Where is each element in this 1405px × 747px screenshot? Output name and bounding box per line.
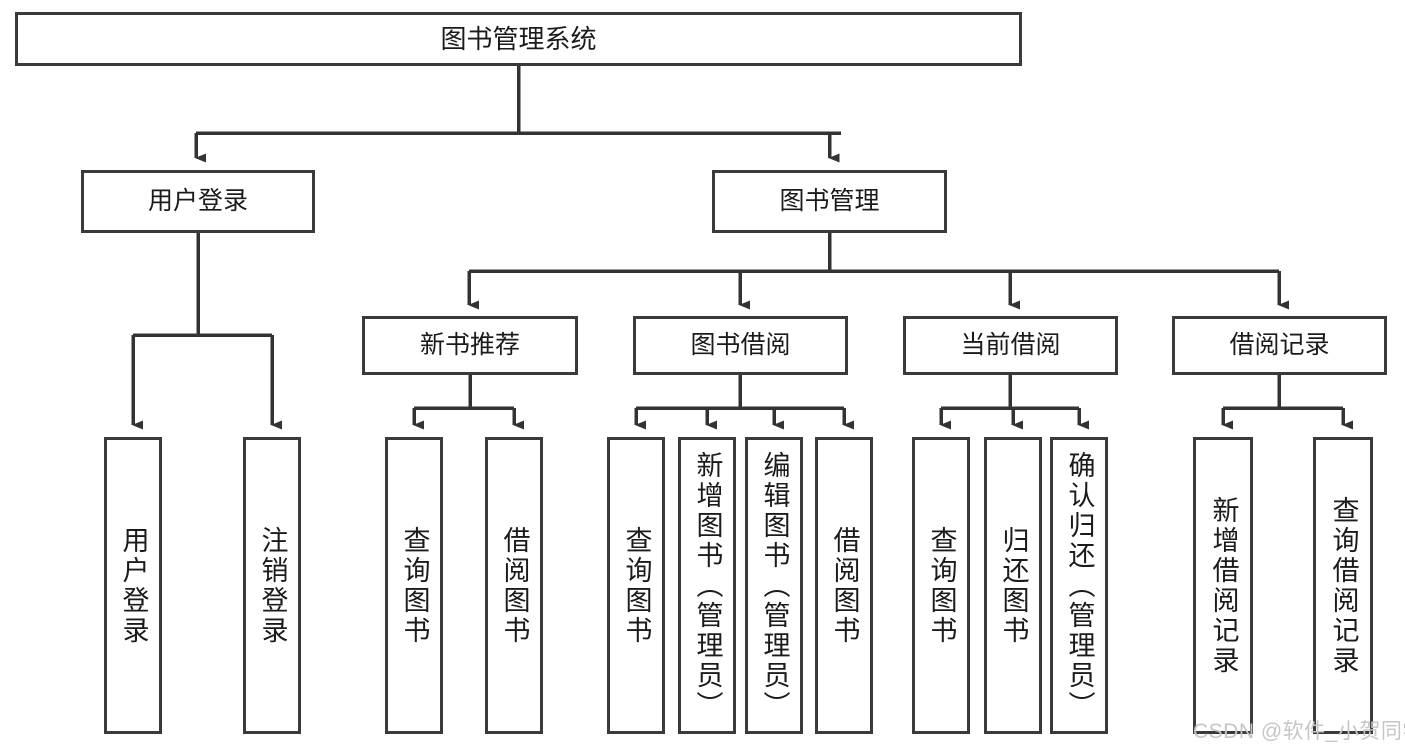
node-leaf-user-login[interactable]: 用户登录 bbox=[104, 437, 162, 734]
node-borrow-record[interactable]: 借阅记录 bbox=[1172, 316, 1387, 375]
node-leaf-query-book-3[interactable]: 查询图书 bbox=[912, 437, 970, 734]
node-leaf-query-book-3-label: 查询图书 bbox=[926, 525, 957, 646]
node-leaf-query-book-1[interactable]: 查询图书 bbox=[385, 437, 443, 734]
watermark: CSDN @软件_小贺同学 bbox=[1193, 720, 1405, 743]
node-current-borrow[interactable]: 当前借阅 bbox=[903, 316, 1118, 375]
node-leaf-query-record[interactable]: 查询借阅记录 bbox=[1313, 437, 1373, 734]
node-new-book-recommend-label: 新书推荐 bbox=[419, 331, 520, 359]
node-current-borrow-label: 当前借阅 bbox=[960, 331, 1061, 359]
node-leaf-query-book-1-label: 查询图书 bbox=[399, 525, 430, 646]
node-leaf-add-book[interactable]: 新增图书（管理员） bbox=[678, 437, 736, 734]
node-root[interactable]: 图书管理系统 bbox=[15, 12, 1022, 66]
node-leaf-query-record-label: 查询借阅记录 bbox=[1328, 495, 1359, 676]
node-root-label: 图书管理系统 bbox=[440, 23, 597, 54]
node-leaf-borrow-book-1[interactable]: 借阅图书 bbox=[485, 437, 543, 734]
node-leaf-query-book-2[interactable]: 查询图书 bbox=[607, 437, 665, 734]
node-leaf-add-record-label: 新增借阅记录 bbox=[1208, 495, 1239, 676]
node-leaf-borrow-book-2[interactable]: 借阅图书 bbox=[815, 437, 873, 734]
node-leaf-borrow-book-1-label: 借阅图书 bbox=[499, 525, 530, 646]
node-leaf-add-record[interactable]: 新增借阅记录 bbox=[1193, 437, 1253, 734]
node-leaf-confirm-return-label: 确认归还（管理员） bbox=[1064, 450, 1095, 721]
node-leaf-logout-label: 注销登录 bbox=[257, 525, 288, 646]
node-leaf-return-book-label: 归还图书 bbox=[998, 525, 1029, 646]
node-leaf-logout[interactable]: 注销登录 bbox=[243, 437, 301, 734]
node-book-borrow-label: 图书借阅 bbox=[690, 331, 791, 359]
node-borrow-record-label: 借阅记录 bbox=[1229, 331, 1330, 359]
node-leaf-borrow-book-2-label: 借阅图书 bbox=[829, 525, 860, 646]
node-new-book-recommend[interactable]: 新书推荐 bbox=[362, 316, 578, 375]
node-user-login[interactable]: 用户登录 bbox=[81, 170, 315, 233]
node-leaf-edit-book[interactable]: 编辑图书（管理员） bbox=[745, 437, 803, 734]
node-leaf-return-book[interactable]: 归还图书 bbox=[984, 437, 1042, 734]
node-leaf-edit-book-label: 编辑图书（管理员） bbox=[759, 450, 790, 721]
node-leaf-query-book-2-label: 查询图书 bbox=[621, 525, 652, 646]
node-leaf-add-book-label: 新增图书（管理员） bbox=[692, 450, 723, 721]
node-book-management-label: 图书管理 bbox=[779, 187, 880, 215]
node-book-borrow[interactable]: 图书借阅 bbox=[633, 316, 848, 375]
node-leaf-confirm-return[interactable]: 确认归还（管理员） bbox=[1050, 437, 1108, 734]
node-user-login-label: 用户登录 bbox=[147, 187, 248, 215]
node-leaf-user-login-label: 用户登录 bbox=[118, 525, 149, 646]
node-book-management[interactable]: 图书管理 bbox=[712, 170, 947, 233]
